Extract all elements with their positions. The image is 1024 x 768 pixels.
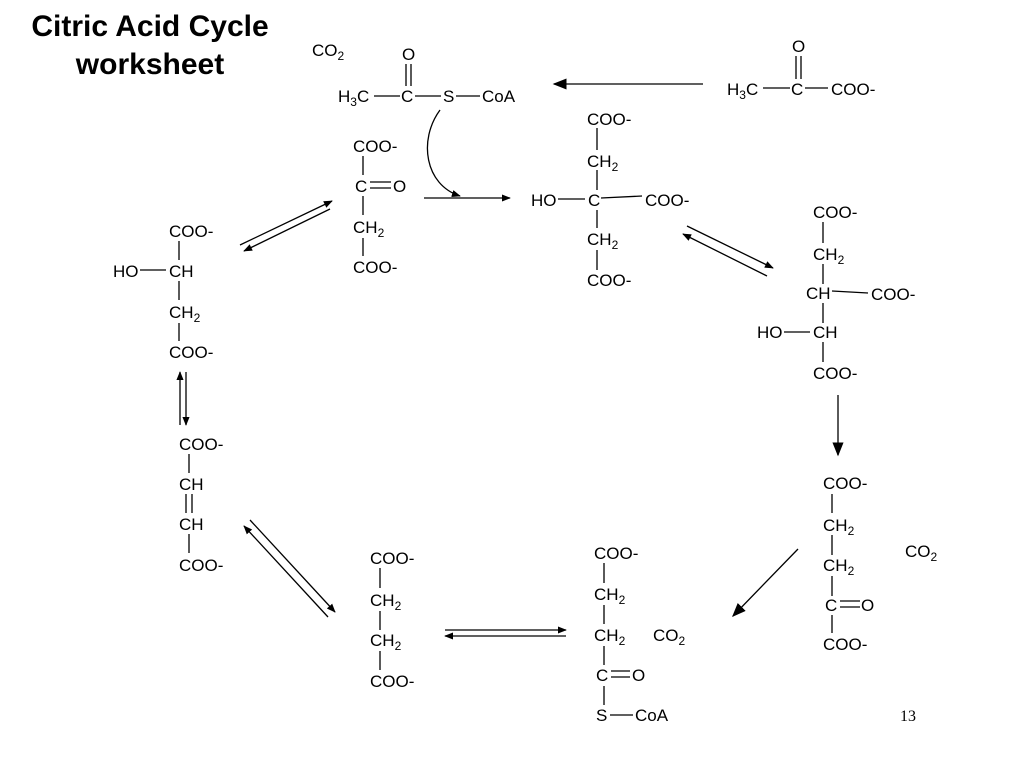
arrow-succinate-to-fumarate xyxy=(243,525,329,618)
svg-text:COO-: COO- xyxy=(871,285,915,304)
svg-text:CH2: CH2 xyxy=(594,626,626,648)
fumarate-molecule: COO- CH CH COO- xyxy=(179,435,223,575)
arrow-acetyl-coa-curve xyxy=(426,109,461,197)
page-number: 13 xyxy=(900,708,916,725)
svg-text:CH: CH xyxy=(179,515,204,534)
oxaloacetate-molecule: COO- C O CH2 COO- xyxy=(353,137,406,277)
svg-text:O: O xyxy=(632,666,645,685)
acetyl-coa-molecule: CO2 H3C C O S CoA xyxy=(312,41,516,109)
arrow-citrate-to-isocitrate xyxy=(686,225,774,269)
svg-text:CH2: CH2 xyxy=(594,585,626,607)
svg-text:CH2: CH2 xyxy=(813,245,845,267)
svg-text:COO-: COO- xyxy=(179,556,223,575)
svg-text:COO-: COO- xyxy=(179,435,223,454)
reaction-arrows xyxy=(176,78,844,640)
arrow-fumarate-to-succinate xyxy=(249,519,336,613)
svg-text:O: O xyxy=(792,37,805,56)
svg-text:HO: HO xyxy=(757,323,783,342)
title: Citric Acid Cycle worksheet xyxy=(0,8,300,84)
svg-text:H3C: H3C xyxy=(338,87,369,109)
svg-text:C: C xyxy=(401,87,413,106)
alpha-ketoglutarate-molecule: COO- CH2 CH2 C O COO- CO2 xyxy=(823,474,938,654)
svg-text:COO-: COO- xyxy=(823,635,867,654)
svg-text:COO-: COO- xyxy=(813,203,857,222)
svg-text:COO-: COO- xyxy=(169,343,213,362)
succinate-molecule: COO- CH2 CH2 COO- xyxy=(370,549,414,691)
svg-text:C: C xyxy=(596,666,608,685)
svg-text:COO-: COO- xyxy=(645,191,689,210)
svg-text:CH: CH xyxy=(813,323,838,342)
svg-text:CO2: CO2 xyxy=(312,41,345,63)
svg-text:HO: HO xyxy=(113,262,139,281)
svg-text:COO-: COO- xyxy=(594,544,638,563)
svg-text:COO-: COO- xyxy=(353,258,397,277)
svg-text:C: C xyxy=(791,80,803,99)
arrow-akg-to-succinyl-coa xyxy=(732,548,799,618)
svg-text:COO-: COO- xyxy=(587,110,631,129)
svg-text:CH2: CH2 xyxy=(587,152,619,174)
arrow-malate-to-oxaloacetate xyxy=(239,200,333,246)
svg-text:O: O xyxy=(861,596,874,615)
svg-text:COO-: COO- xyxy=(813,364,857,383)
svg-text:CH2: CH2 xyxy=(370,631,402,653)
svg-text:CH2: CH2 xyxy=(353,218,385,240)
svg-text:C: C xyxy=(588,191,600,210)
svg-text:CH2: CH2 xyxy=(587,230,619,252)
svg-text:CH2: CH2 xyxy=(169,303,201,325)
svg-text:S: S xyxy=(596,706,607,725)
svg-text:C: C xyxy=(355,177,367,196)
svg-text:CoA: CoA xyxy=(635,706,669,725)
svg-text:H3C: H3C xyxy=(727,80,758,102)
svg-text:C: C xyxy=(825,596,837,615)
arrow-isocitrate-to-citrate xyxy=(682,233,768,277)
svg-text:CH2: CH2 xyxy=(823,516,855,538)
svg-text:COO-: COO- xyxy=(587,271,631,290)
svg-text:CH2: CH2 xyxy=(370,591,402,613)
arrow-oxaloacetate-to-malate xyxy=(243,208,331,252)
svg-text:O: O xyxy=(393,177,406,196)
svg-text:COO-: COO- xyxy=(823,474,867,493)
isocitrate-molecule: COO- CH2 CH COO- HO CH COO- xyxy=(757,203,915,383)
svg-text:CH2: CH2 xyxy=(823,556,855,578)
succinyl-coa-molecule: COO- CH2 CH2 CO2 C O S CoA xyxy=(594,544,686,725)
svg-text:S: S xyxy=(443,87,454,106)
svg-text:HO: HO xyxy=(531,191,557,210)
title-line-2: worksheet xyxy=(75,48,225,81)
svg-text:CO2: CO2 xyxy=(905,542,938,564)
svg-text:COO-: COO- xyxy=(370,549,414,568)
svg-text:O: O xyxy=(402,45,415,64)
title-line-1: Citric Acid Cycle xyxy=(31,10,269,43)
malate-molecule: COO- HO CH CH2 COO- xyxy=(113,222,213,362)
svg-text:CoA: CoA xyxy=(482,87,516,106)
svg-text:CH: CH xyxy=(806,284,831,303)
svg-text:COO-: COO- xyxy=(169,222,213,241)
svg-text:CH: CH xyxy=(169,262,194,281)
svg-text:CH: CH xyxy=(179,475,204,494)
pyruvate-molecule: H3C C O COO- xyxy=(727,37,875,102)
citrate-molecule: COO- CH2 HO C COO- CH2 COO- xyxy=(531,110,689,290)
svg-text:COO-: COO- xyxy=(353,137,397,156)
svg-text:COO-: COO- xyxy=(831,80,875,99)
svg-text:COO-: COO- xyxy=(370,672,414,691)
svg-text:CO2: CO2 xyxy=(653,626,686,648)
